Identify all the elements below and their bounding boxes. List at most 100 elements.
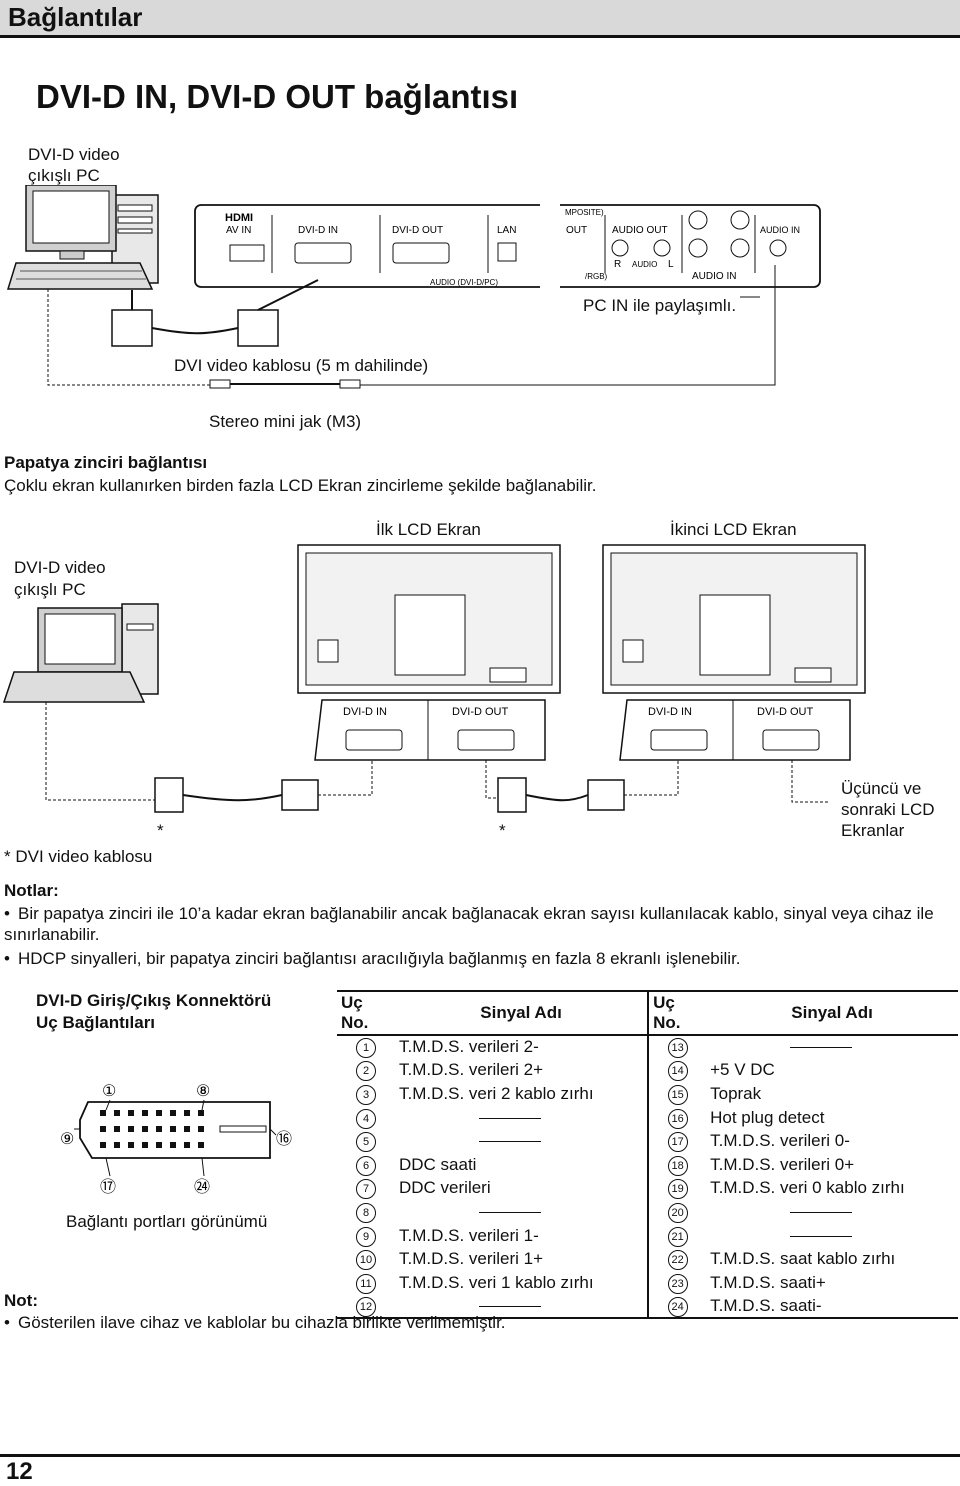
- pin-number-circle: 18: [667, 1155, 688, 1176]
- section-header-bar: [0, 0, 960, 38]
- signal-name: [706, 1035, 958, 1059]
- header-pin-no-2: Uç No.: [647, 991, 707, 1036]
- bullet: •: [4, 949, 10, 968]
- pin-label-1: ①: [102, 1083, 116, 1100]
- pin-number-circle: 13: [667, 1038, 688, 1059]
- section-title: Bağlantılar: [8, 2, 143, 32]
- pin-number: 12: [337, 1295, 395, 1319]
- pin-number: 9: [337, 1224, 395, 1248]
- second-dvi-out-label: DVI-D OUT: [757, 706, 814, 718]
- connector-title-line2: Uç Bağlantıları: [36, 1013, 156, 1032]
- connector-title-line1: DVI-D Giriş/Çıkış Konnektörü: [36, 991, 272, 1010]
- second-port-strip: [619, 699, 851, 761]
- shared-note: PC IN ile paylaşımlı.: [583, 296, 737, 315]
- keyboard-icon: [6, 262, 154, 290]
- dvi-cable-label: DVI video kablosu (5 m dahilinde): [174, 356, 429, 375]
- display-back-panel: [194, 199, 821, 293]
- rgb-label: /RGB): [585, 272, 608, 281]
- signal-name: [395, 1129, 648, 1153]
- footer-note-heading: Not:: [4, 1291, 38, 1310]
- pin-number: 10: [337, 1247, 395, 1271]
- signal-name: T.M.D.S. veri 2 kablo zırhı: [399, 1083, 594, 1103]
- pin-number: 7: [337, 1177, 395, 1201]
- table-row: 1 T.M.D.S. verileri 2- 13: [337, 1035, 958, 1059]
- pin-number: 19: [647, 1176, 707, 1201]
- pin-number-circle: 20: [667, 1202, 688, 1223]
- empty-signal-dash: [790, 1235, 853, 1237]
- pin-number-circle: 17: [667, 1132, 688, 1153]
- dvi-connector-diagram: ① ⑧ ⑨ ⑯ ⑰ ㉔: [60, 1083, 292, 1196]
- stereo-cable-icon: [47, 265, 776, 389]
- header-signal-2: Sinyal Adı: [706, 991, 958, 1036]
- empty-signal-dash: [790, 1211, 853, 1213]
- asterisk-2: *: [499, 821, 506, 840]
- note-item-1: •Bir papatya zinciri ile 10’a kadar ekra…: [4, 903, 954, 945]
- pin-number: 18: [647, 1152, 707, 1177]
- second-dvi-in-label: DVI-D IN: [648, 706, 692, 718]
- composite-label: MPOSITE): [565, 208, 604, 217]
- daisy-chain-diagram: DVI-D IN DVI-D OUT DVI-D IN DVI-D OUT: [2, 544, 866, 813]
- dvi-connection-diagram: HDMI AV IN DVI-D IN DVI-D OUT LAN MPOSIT…: [6, 185, 821, 389]
- av-in-label: AV IN: [226, 225, 251, 236]
- pin-number-circle: 4: [356, 1108, 376, 1129]
- table-header-row: Uç No. Sinyal Adı Uç No. Sinyal Adı: [337, 991, 958, 1036]
- signal-name: T.M.D.S. saati-: [710, 1295, 822, 1315]
- pin-number: 20: [647, 1200, 707, 1224]
- pin-number-circle: 2: [356, 1061, 376, 1082]
- empty-signal-dash: [790, 1047, 853, 1049]
- pin-number-circle: 21: [667, 1226, 688, 1247]
- note-item-1-text: Bir papatya zinciri ile 10’a kadar ekran…: [4, 904, 934, 944]
- table-row: 7 DDC verileri 19 T.M.D.S. veri 0 kablo zır…: [337, 1176, 958, 1201]
- pin-number-circle: 22: [667, 1250, 688, 1271]
- pin-number-circle: 23: [667, 1273, 688, 1294]
- daisy-description: Çoklu ekran kullanırken birden fazla LCD…: [4, 476, 597, 495]
- pin-number: 24: [647, 1294, 707, 1319]
- pin-number: 5: [337, 1129, 395, 1153]
- page-number: 12: [6, 1458, 33, 1485]
- empty-signal-dash: [479, 1141, 541, 1143]
- signal-name: T.M.D.S. verileri 2-: [399, 1037, 539, 1057]
- lan-label: LAN: [497, 225, 516, 236]
- pin-number: 22: [647, 1247, 707, 1271]
- header-pin-no: Uç No.: [337, 991, 395, 1036]
- bullet: •: [4, 904, 10, 923]
- daisy-pc-label-line1: DVI-D video: [14, 558, 106, 577]
- note-item-2-text: HDCP sinyalleri, bir papatya zinciri bağ…: [18, 949, 741, 968]
- signal-name: +5 V DC: [710, 1060, 775, 1080]
- pin-label-17: ⑰: [100, 1178, 116, 1196]
- pin-number-circle: 15: [667, 1084, 688, 1105]
- pin-number: 14: [647, 1058, 707, 1083]
- audio-out-label: AUDIO OUT: [612, 225, 668, 236]
- pin-number-circle: 19: [667, 1179, 688, 1200]
- pin-number: 21: [647, 1223, 707, 1248]
- second-display-back: [602, 544, 866, 694]
- connector-view-label: Bağlantı portları görünümü: [66, 1212, 268, 1231]
- pin-number-circle: 1: [356, 1038, 376, 1059]
- empty-signal-dash: [479, 1211, 541, 1213]
- second-display-label: İkinci LCD Ekran: [670, 520, 797, 539]
- audio-in-label-2: AUDIO IN: [692, 271, 736, 282]
- pin-number-circle: 7: [356, 1179, 376, 1200]
- pin-number: 4: [337, 1106, 395, 1130]
- pin-number: 6: [337, 1153, 395, 1177]
- pc-label-line2: çıkışlı PC: [28, 166, 100, 185]
- pin-number-circle: 3: [356, 1084, 376, 1105]
- pin-number: 23: [647, 1270, 707, 1295]
- first-display-back: [297, 544, 561, 694]
- note-item-2: • HDCP sinyalleri, bir papatya zinciri ba…: [4, 948, 954, 969]
- signal-name: Toprak: [710, 1083, 762, 1103]
- pin-number-circle: 6: [356, 1155, 376, 1176]
- first-display-label: İlk LCD Ekran: [376, 520, 481, 539]
- notes-heading: Notlar:: [4, 881, 59, 900]
- daisy-heading: Papatya zinciri bağlantısı: [4, 453, 208, 472]
- pin-number: 15: [647, 1082, 707, 1106]
- daisy-pc-label-line2: çıkışlı PC: [14, 580, 86, 599]
- signal-name: DDC verileri: [399, 1178, 491, 1198]
- signal-name: T.M.D.S. veri 0 kablo zırhı: [710, 1178, 905, 1198]
- signal-name: [395, 1295, 648, 1319]
- hdmi-logo-text: HDMI: [225, 212, 253, 224]
